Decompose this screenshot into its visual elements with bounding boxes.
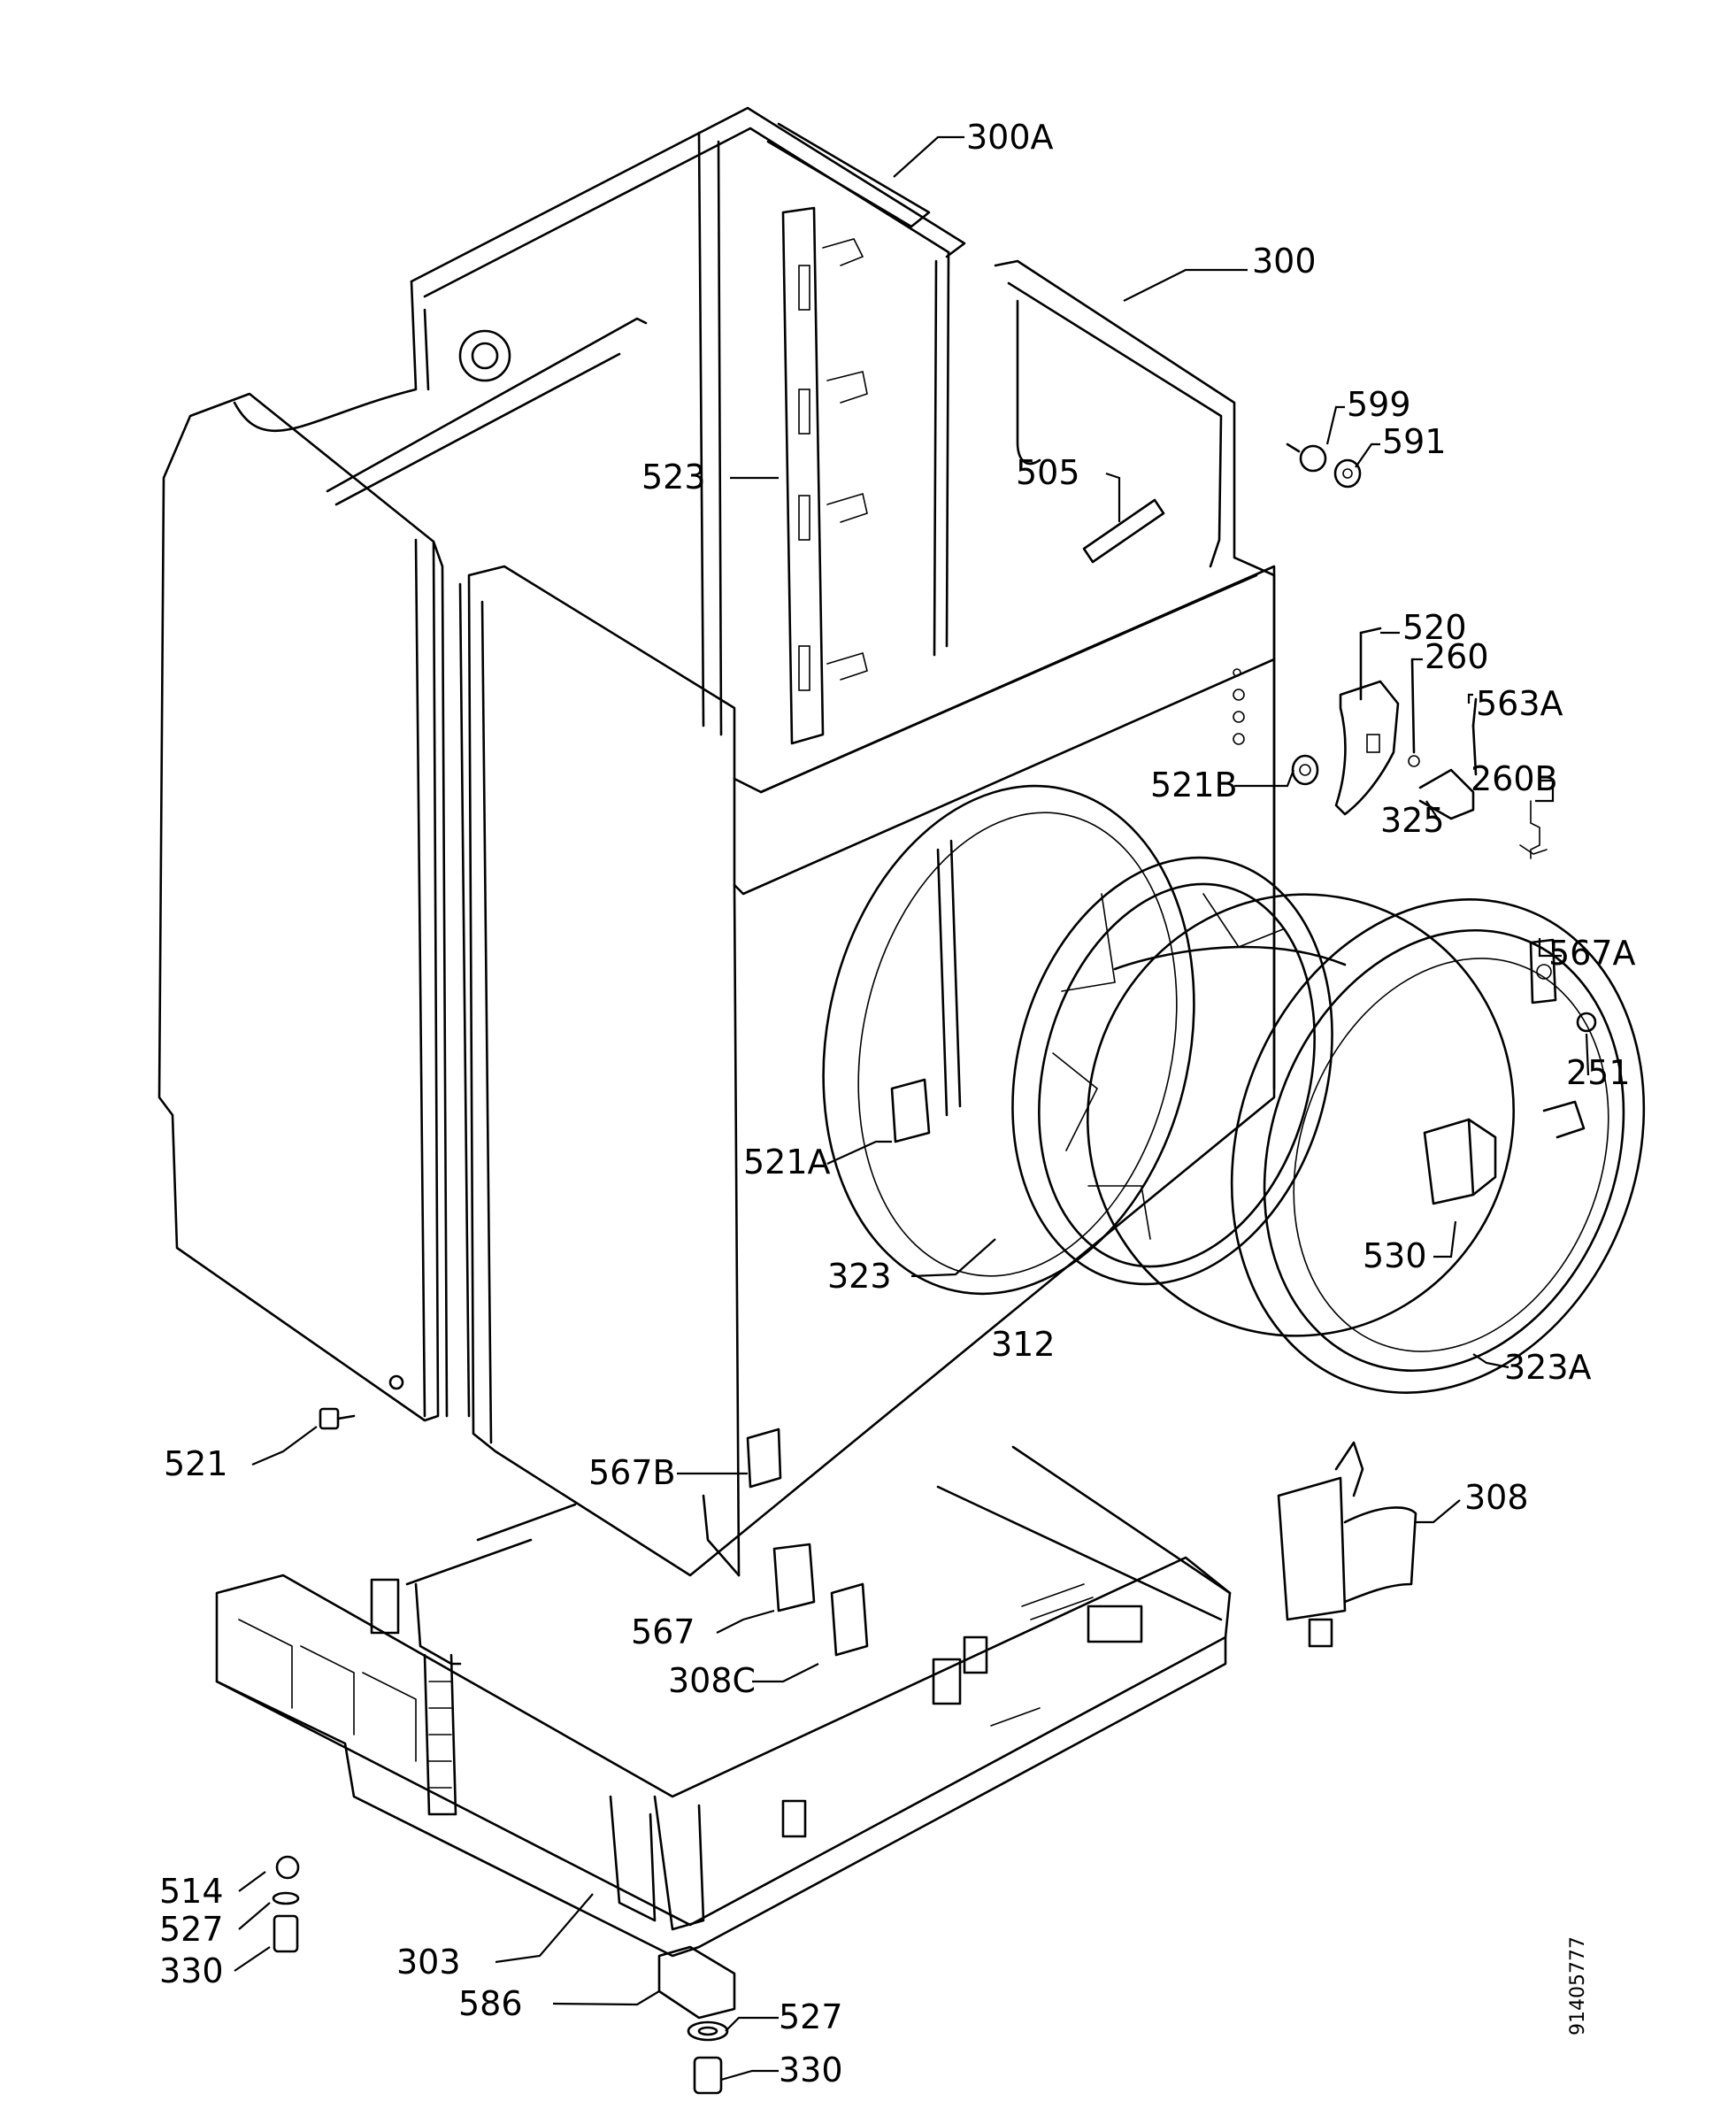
label-530: 530	[1363, 1236, 1427, 1275]
label-300A: 300A	[966, 118, 1054, 157]
side-panel-left	[157, 392, 449, 1422]
label-591: 591	[1382, 422, 1447, 461]
label-251: 251	[1566, 1053, 1631, 1092]
callout-labels: 300A 300 599 591 523 505 520 260 563A 52…	[159, 118, 1636, 2089]
label-586: 586	[458, 1984, 523, 2023]
label-527-bottom: 527	[779, 1997, 843, 2036]
small-parts	[272, 442, 1597, 2095]
drum-323	[1011, 856, 1515, 1337]
label-521: 521	[164, 1444, 228, 1483]
label-260B: 260B	[1471, 759, 1558, 798]
door-323A	[1230, 898, 1646, 1394]
document-number: 91405777	[1567, 1936, 1589, 2036]
label-599: 599	[1347, 385, 1411, 424]
label-323: 323	[827, 1257, 892, 1296]
label-521A: 521A	[743, 1143, 831, 1181]
base-frame-303	[215, 1445, 1232, 2020]
label-521B: 521B	[1150, 766, 1238, 804]
label-567B: 567B	[588, 1453, 676, 1492]
label-323A: 323A	[1504, 1348, 1592, 1387]
label-308: 308	[1464, 1478, 1529, 1517]
label-527-left: 527	[159, 1910, 224, 1949]
leader-lines	[234, 135, 1590, 2082]
label-523: 523	[641, 458, 706, 496]
label-300: 300	[1252, 242, 1317, 281]
frame-rail-523	[781, 206, 868, 745]
label-308C: 308C	[668, 1661, 756, 1700]
label-260: 260	[1425, 637, 1489, 676]
label-505: 505	[1016, 453, 1080, 492]
label-567: 567	[631, 1612, 695, 1651]
label-312: 312	[991, 1325, 1056, 1364]
label-567A-top: 567A	[1548, 934, 1636, 973]
label-514: 514	[159, 1872, 224, 1911]
label-330-left: 330	[159, 1951, 224, 1990]
label-303: 303	[396, 1943, 461, 1982]
label-325: 325	[1380, 801, 1445, 840]
label-520: 520	[1402, 608, 1467, 647]
label-563A: 563A	[1476, 684, 1563, 723]
cabinet-frame-300A	[233, 106, 966, 736]
cabinet-front-300	[458, 259, 1276, 1577]
label-330-bottom: 330	[779, 2051, 843, 2089]
